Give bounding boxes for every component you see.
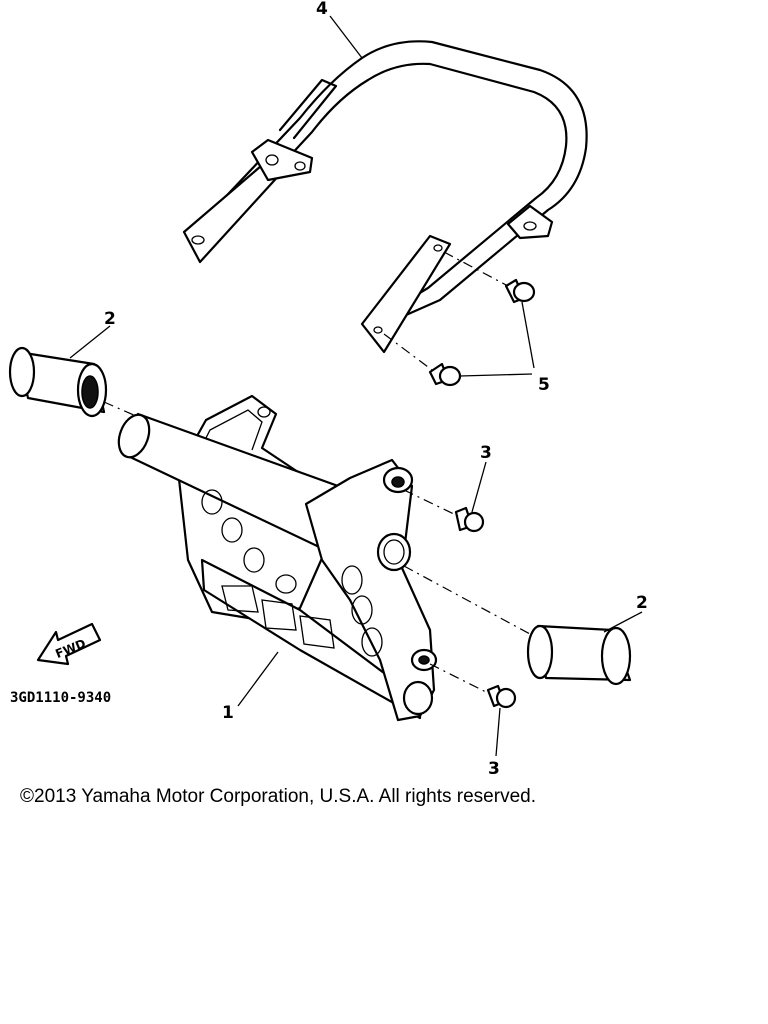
bolt-5-upper <box>504 278 536 304</box>
label-part-5: 5 <box>538 375 550 395</box>
bolt-pair <box>383 251 536 387</box>
label-part-2-right: 2 <box>636 593 648 613</box>
frame-guard <box>117 394 438 722</box>
label-part-4: 4 <box>316 0 328 19</box>
bolt-3-upper <box>454 506 485 533</box>
label-part-3-upper: 3 <box>480 443 492 463</box>
label-part-3-lower: 3 <box>488 759 500 779</box>
label-part-1: 1 <box>222 703 234 723</box>
parts-diagram: 4 2 5 3 2 1 3 FWD 3GD1110-9340 <box>8 0 648 779</box>
bumper-cap-right <box>526 624 632 686</box>
bolt-3-lower <box>486 684 517 709</box>
bumper-cap-left <box>8 346 108 418</box>
grab-bar <box>182 40 588 354</box>
label-part-2-left: 2 <box>104 309 116 329</box>
copyright-notice: ©2013 Yamaha Motor Corporation, U.S.A. A… <box>20 786 536 807</box>
bolt-5-lower <box>428 362 462 387</box>
fwd-arrow-icon: FWD <box>36 622 102 666</box>
diagram-code: 3GD1110-9340 <box>10 690 111 706</box>
